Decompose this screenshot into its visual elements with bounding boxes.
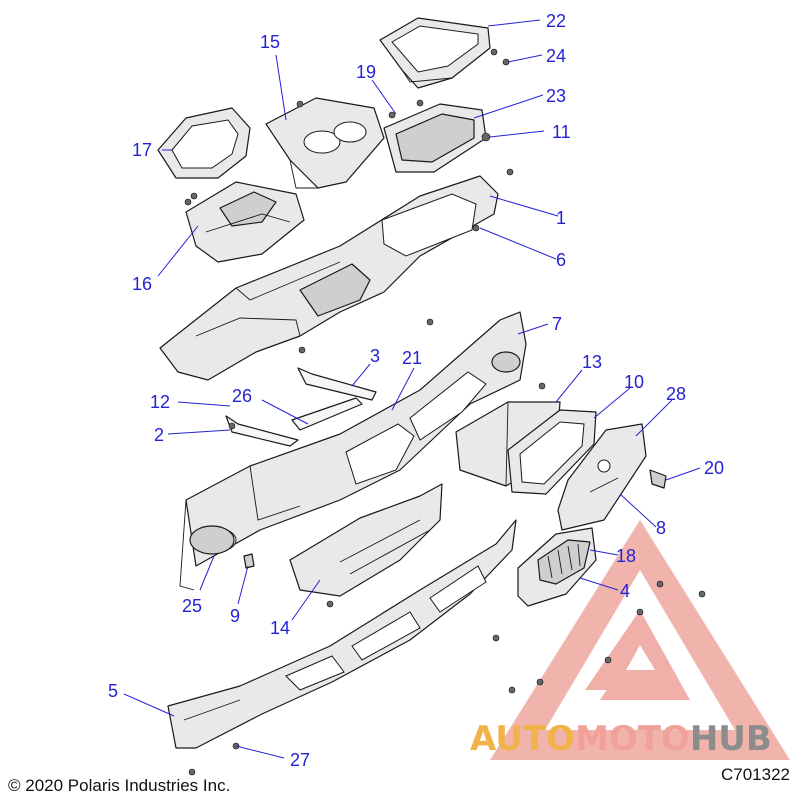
- callout-23: 23: [546, 86, 566, 106]
- watermark-wordmark: AUTOMOTOHUB: [470, 719, 772, 759]
- part-17-gauge-bezel: [157, 107, 251, 179]
- callout-2: 2: [154, 425, 164, 445]
- part-18-vent: [537, 539, 591, 585]
- callout-19: 19: [356, 62, 376, 82]
- part-25-cupholder: [189, 525, 235, 555]
- part-16-instrument-housing: [185, 181, 305, 263]
- watermark-triangle: [490, 520, 790, 760]
- callouts: 22 24 19 15 23 11 17 1 6 16 7 3 21 13 10…: [108, 11, 724, 770]
- watermark-auto: AUTO: [470, 719, 575, 759]
- watermark-logo: [490, 520, 790, 760]
- part-1-upper-dash: [159, 175, 499, 381]
- callout-14: 14: [270, 618, 290, 638]
- part-2-support-bracket: [225, 415, 299, 447]
- callout-9: 9: [230, 606, 240, 626]
- part-5-lower-trim: [167, 519, 517, 749]
- callout-1: 1: [556, 208, 566, 228]
- part-22-cover: [379, 17, 491, 89]
- svg-text:AUTOMOTOHUB: AUTOMOTOHUB: [470, 719, 772, 759]
- part-20-latch: [649, 469, 667, 489]
- part-8-glovebox-door: [557, 423, 647, 531]
- callout-21: 21: [402, 348, 422, 368]
- callout-18: 18: [616, 546, 636, 566]
- copyright-text: © 2020 Polaris Industries Inc.: [8, 776, 231, 795]
- callout-24: 24: [546, 46, 566, 66]
- callout-6: 6: [556, 250, 566, 270]
- callout-17: 17: [132, 140, 152, 160]
- leader-lines: [123, 19, 701, 759]
- part-14-lower-storage: [289, 483, 443, 597]
- callout-22: 22: [546, 11, 566, 31]
- watermark-hub: HUB: [690, 719, 772, 759]
- part-9-clip: [243, 553, 255, 569]
- part-26-bracket: [291, 397, 363, 431]
- callout-26: 26: [232, 386, 252, 406]
- callout-27: 27: [290, 750, 310, 770]
- callout-11: 11: [552, 122, 571, 142]
- part-3-bracket: [297, 367, 377, 401]
- drawing-number: C701322: [720, 765, 790, 784]
- watermark-inner-mark: [585, 610, 690, 700]
- callout-16: 16: [132, 274, 152, 294]
- callout-25: 25: [182, 596, 202, 616]
- callout-20: 20: [704, 458, 724, 478]
- callout-28: 28: [666, 384, 686, 404]
- callout-4: 4: [620, 581, 630, 601]
- callout-15: 15: [260, 32, 280, 52]
- callout-7: 7: [552, 314, 562, 334]
- callout-5: 5: [108, 681, 118, 701]
- callout-8: 8: [656, 518, 666, 538]
- watermark-moto: MOTO: [575, 719, 690, 759]
- part-7-dash-frame: [179, 311, 527, 591]
- part-15-cupholder-cover: [265, 97, 385, 189]
- part-10-glovebox-frame: [507, 409, 597, 495]
- part-23-tray: [383, 103, 491, 173]
- callout-13: 13: [582, 352, 602, 372]
- callout-10: 10: [624, 372, 644, 392]
- callout-3: 3: [370, 346, 380, 366]
- callout-12: 12: [150, 392, 170, 412]
